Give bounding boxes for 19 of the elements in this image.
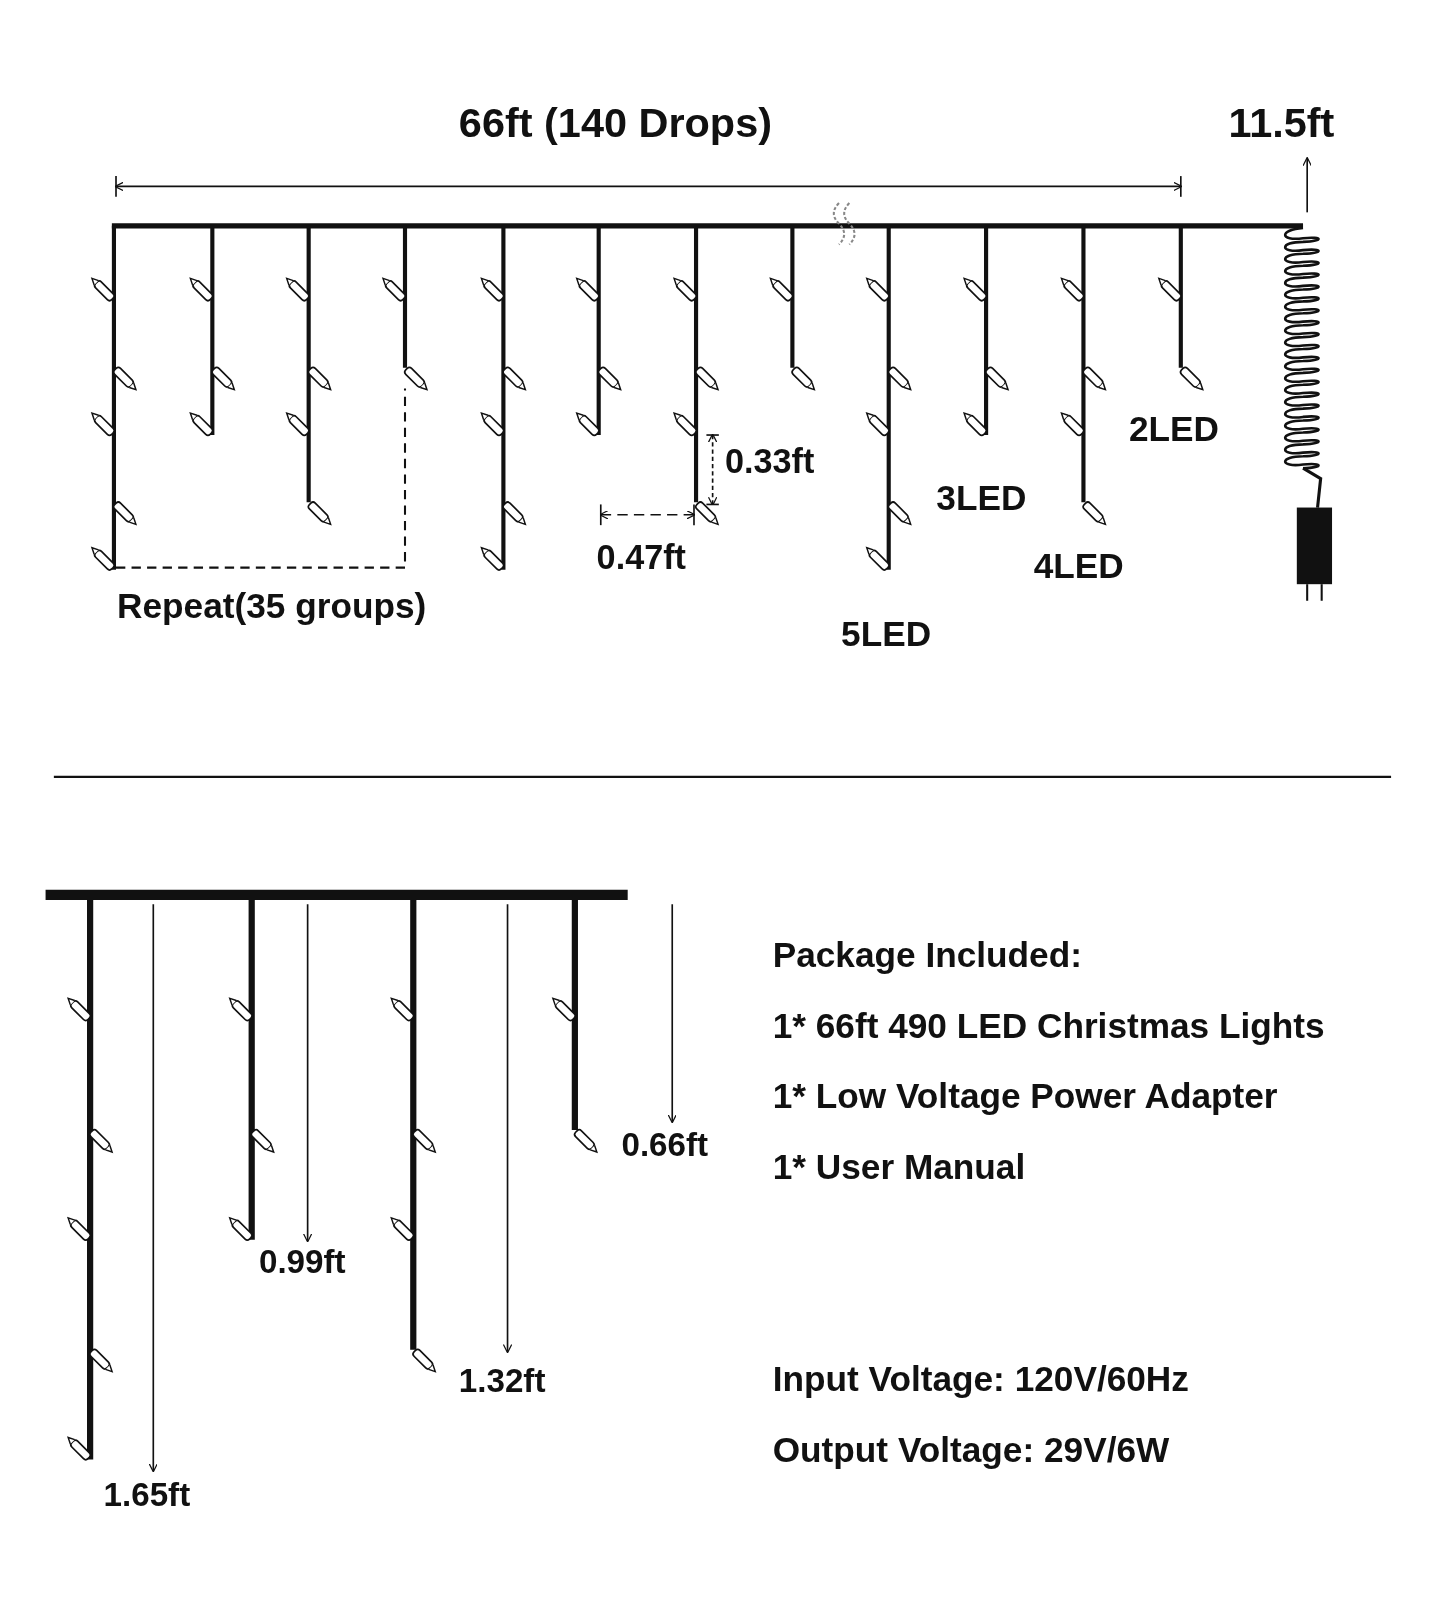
dimension-label: 66ft (140 Drops) xyxy=(458,99,772,145)
dimension-label: 0.47ft xyxy=(596,538,686,577)
led-count-label: 5LED xyxy=(841,615,932,654)
dimension-label: 0.33ft xyxy=(725,443,815,481)
note-text: Repeat(35 groups) xyxy=(117,587,427,627)
package-item: 1* User Manual xyxy=(772,1147,1026,1187)
package-heading: Package Included: xyxy=(772,936,1082,976)
dimension-label: 11.5ft xyxy=(1228,99,1335,145)
dimension-label: 1.65ft xyxy=(103,1477,191,1514)
package-item: 1* 66ft 490 LED Christmas Lights xyxy=(772,1006,1325,1046)
spec-text: Input Voltage: 120V/60Hz xyxy=(772,1360,1189,1399)
package-item: 1* Low Voltage Power Adapter xyxy=(772,1077,1278,1116)
led-count-label: 2LED xyxy=(1129,410,1220,449)
dimension-label: 1.32ft xyxy=(458,1363,546,1400)
dimension-label: 0.66ft xyxy=(621,1126,709,1164)
spec-text: Output Voltage: 29V/6W xyxy=(772,1430,1170,1470)
led-count-label: 4LED xyxy=(1033,546,1124,586)
led-count-label: 3LED xyxy=(936,478,1027,518)
dimension-label: 0.99ft xyxy=(258,1244,346,1281)
